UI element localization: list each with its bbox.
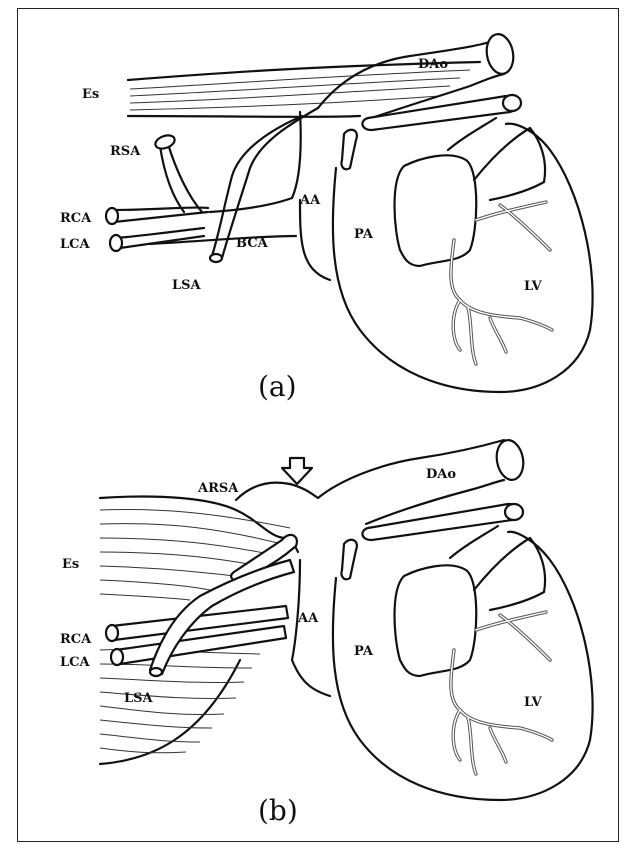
caption-a: (a) [258, 370, 297, 403]
label-pa-a: PA [354, 227, 374, 242]
label-dao-b: DAo [426, 467, 456, 482]
label-rsa-a: RSA [110, 144, 141, 159]
label-dao-a: DAo [418, 57, 448, 72]
branch-vessels-a [106, 108, 318, 262]
heart-b [333, 526, 593, 800]
label-pa-b: PA [354, 644, 374, 659]
label-lsa-b: LSA [124, 691, 154, 706]
panel-b: ARSA DAo Es RCA LCA AA PA LSA LV (b) [60, 438, 593, 827]
label-arsa-b: ARSA [197, 481, 239, 496]
branch-vessels-b [106, 560, 294, 676]
label-es-a: Es [82, 87, 99, 102]
label-lv-a: LV [524, 279, 543, 294]
label-lca-b: LCA [60, 655, 90, 670]
caption-b: (b) [258, 794, 298, 827]
label-lsa-a: LSA [172, 278, 202, 293]
label-rca-b: RCA [60, 632, 92, 647]
panel-a: Es DAo RSA RCA LCA AA PA BCA LSA LV (a) [60, 32, 593, 403]
label-aa-b: AA [297, 611, 319, 626]
label-bca-a: BCA [236, 236, 269, 251]
label-aa-a: AA [299, 193, 321, 208]
label-es-b: Es [62, 557, 79, 572]
label-rca-a: RCA [60, 211, 92, 226]
label-lca-a: LCA [60, 237, 90, 252]
label-lv-b: LV [524, 695, 543, 710]
down-arrow-icon [282, 458, 312, 484]
